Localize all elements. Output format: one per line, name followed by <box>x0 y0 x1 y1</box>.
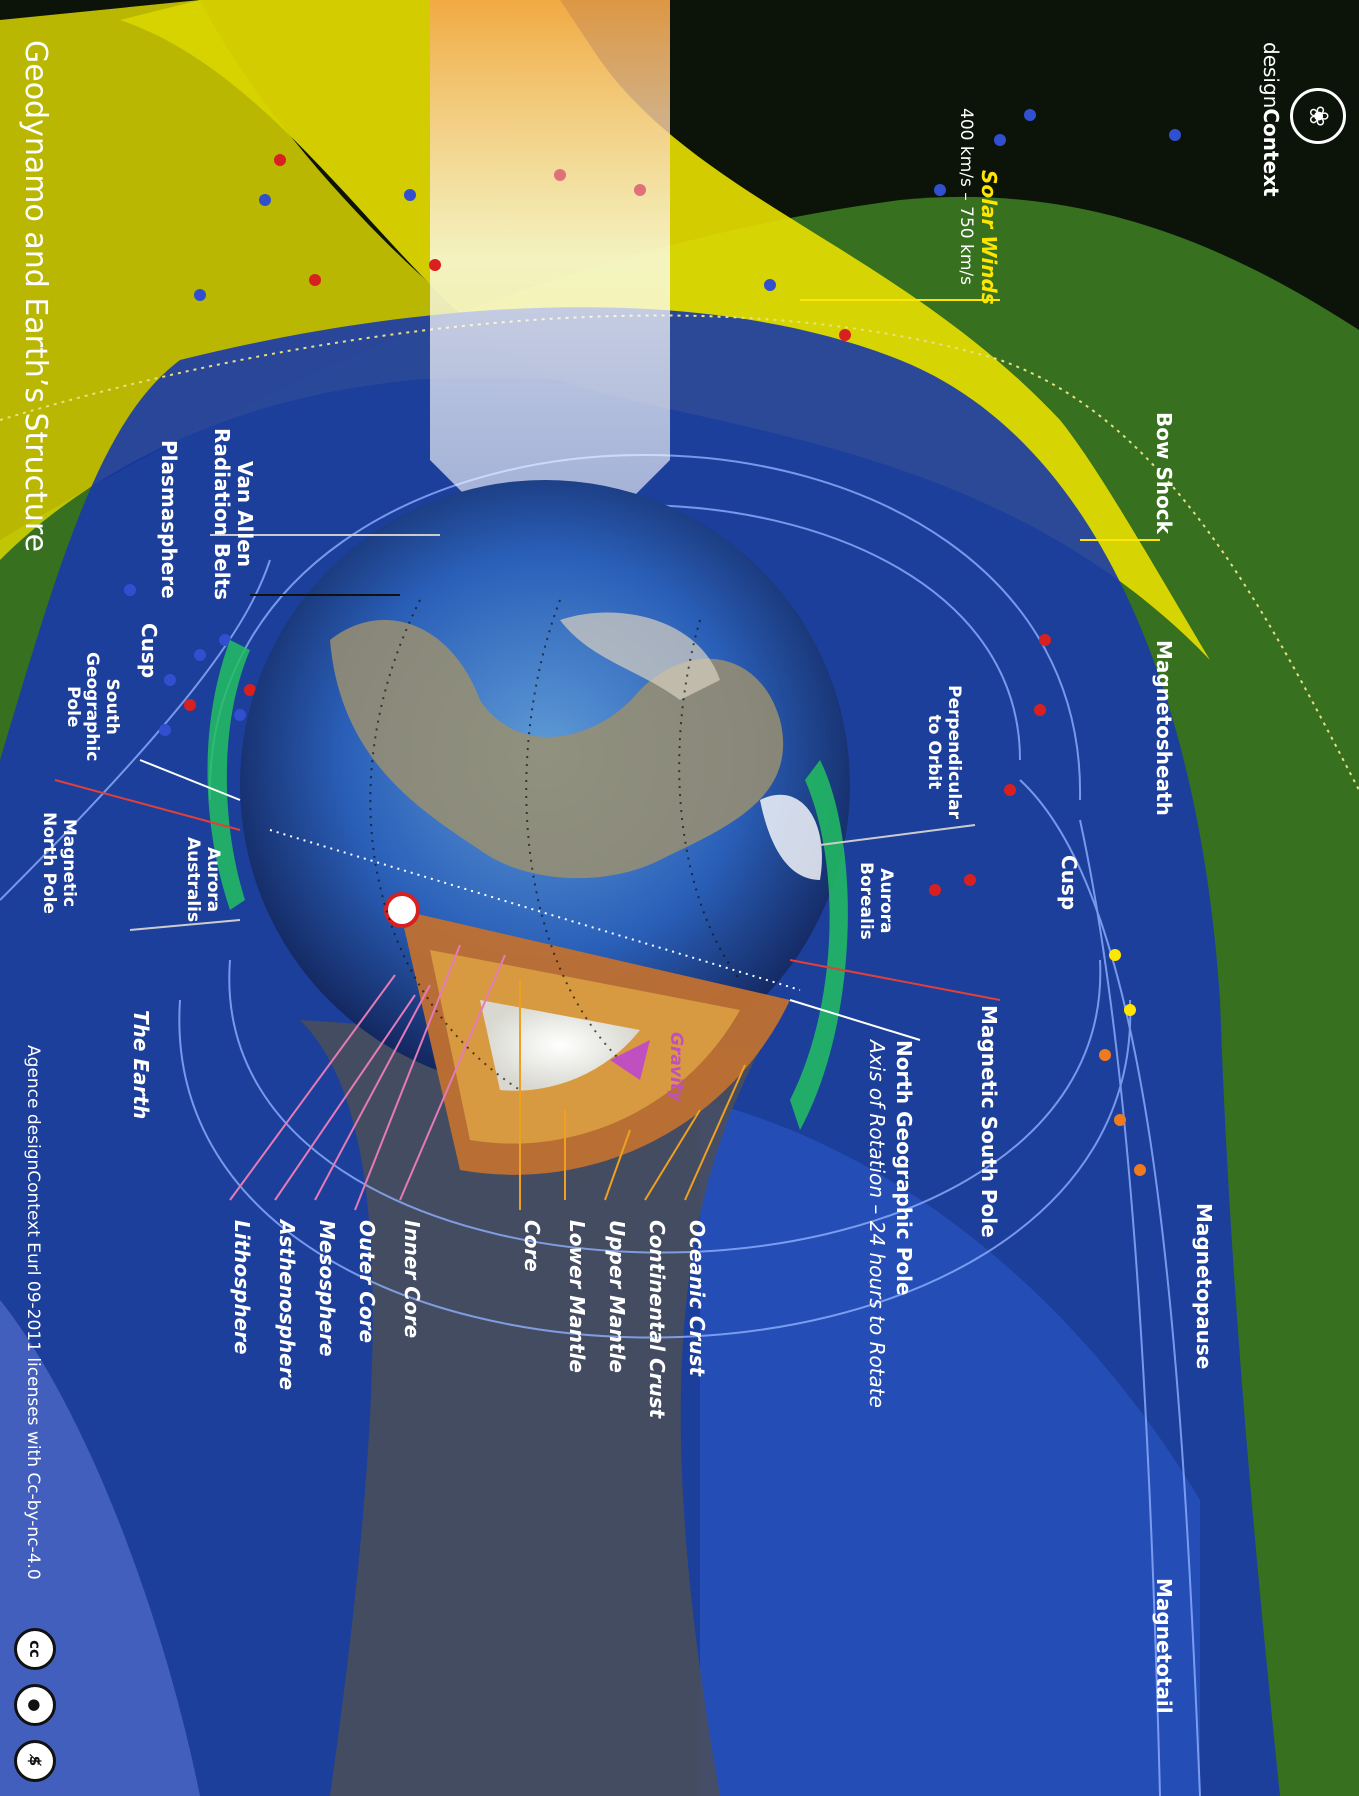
magnetopause-label: Magnetopause <box>1192 1203 1216 1370</box>
layer-label-mesosphere: Mesosphere <box>315 1220 339 1357</box>
diagram-title: Geodynamo and Earth’s Structure <box>18 40 53 553</box>
layer-label-continental-crust: Continental Crust <box>645 1220 669 1419</box>
license-icons: cc ● $̸ <box>14 1628 56 1796</box>
magnetic-south-pole-label: Magnetic South Pole <box>977 1005 1001 1238</box>
solar-beam-arrow <box>430 0 670 580</box>
nc-icon: $̸ <box>14 1740 56 1782</box>
gravity-arrow <box>610 1040 650 1080</box>
bow-shock-label: Bow Shock <box>1152 412 1176 534</box>
layer-label-oceanic-crust: Oceanic Crust <box>685 1220 709 1377</box>
gravity-label: Gravity <box>666 1032 686 1102</box>
magnetosheath-label: Magnetosheath <box>1152 640 1176 816</box>
solar-particles <box>124 109 1181 1176</box>
layer-label-inner-core: Inner Core <box>400 1220 424 1339</box>
magnetotail-region <box>300 1020 760 1796</box>
cusp-label-top: Cusp <box>1057 855 1081 911</box>
cc-icon: cc <box>14 1628 56 1670</box>
aurora-australis <box>207 640 250 910</box>
aurora-borealis <box>790 760 848 1130</box>
leaf-logo-icon: ❀ <box>1290 88 1346 144</box>
axis-of-rotation-label: Axis of Rotation – 24 hours to Rotate <box>865 1040 889 1408</box>
ns-marker <box>384 892 420 928</box>
cusp-label-bottom: Cusp <box>137 623 161 679</box>
layer-label-core: Core <box>520 1220 544 1272</box>
layer-label-asthenosphere: Asthenosphere <box>275 1220 299 1391</box>
layer-label-lower-mantle: Lower Mantle <box>565 1220 589 1373</box>
credit-line: Agence designContext Eurl 09-2011 licens… <box>23 1045 43 1580</box>
layer-label-lithosphere: Lithosphere <box>230 1220 254 1355</box>
layer-label-outer-core: Outer Core <box>355 1220 379 1344</box>
logo-wordmark: designContext <box>1259 42 1283 197</box>
layer-label-upper-mantle: Upper Mantle <box>605 1220 629 1373</box>
by-icon: ● <box>14 1684 56 1726</box>
north-geographic-pole-label: North Geographic Pole <box>892 1040 916 1296</box>
solar-winds-speed: 400 km/s – 750 km/s <box>956 108 976 285</box>
solar-winds-label: Solar Winds <box>977 170 1001 305</box>
the-earth-label: The Earth <box>129 1010 153 1120</box>
plasmasphere-label: Plasmasphere <box>157 440 181 599</box>
magnetotail-label: Magnetotail <box>1152 1578 1176 1714</box>
